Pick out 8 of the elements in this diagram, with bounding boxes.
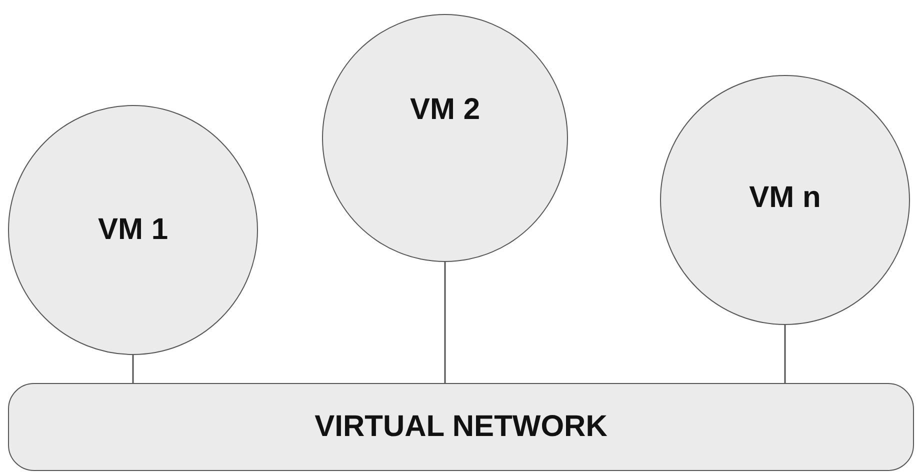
connector-line xyxy=(444,262,446,383)
network-bar xyxy=(8,383,914,471)
node-label: VM 2 xyxy=(410,93,480,127)
node-label: VM 1 xyxy=(98,213,168,247)
node-label: VM n xyxy=(749,181,821,215)
connector-line xyxy=(784,325,786,383)
node-label: VIRTUAL NETWORK xyxy=(314,410,608,444)
connector-line xyxy=(132,355,134,383)
